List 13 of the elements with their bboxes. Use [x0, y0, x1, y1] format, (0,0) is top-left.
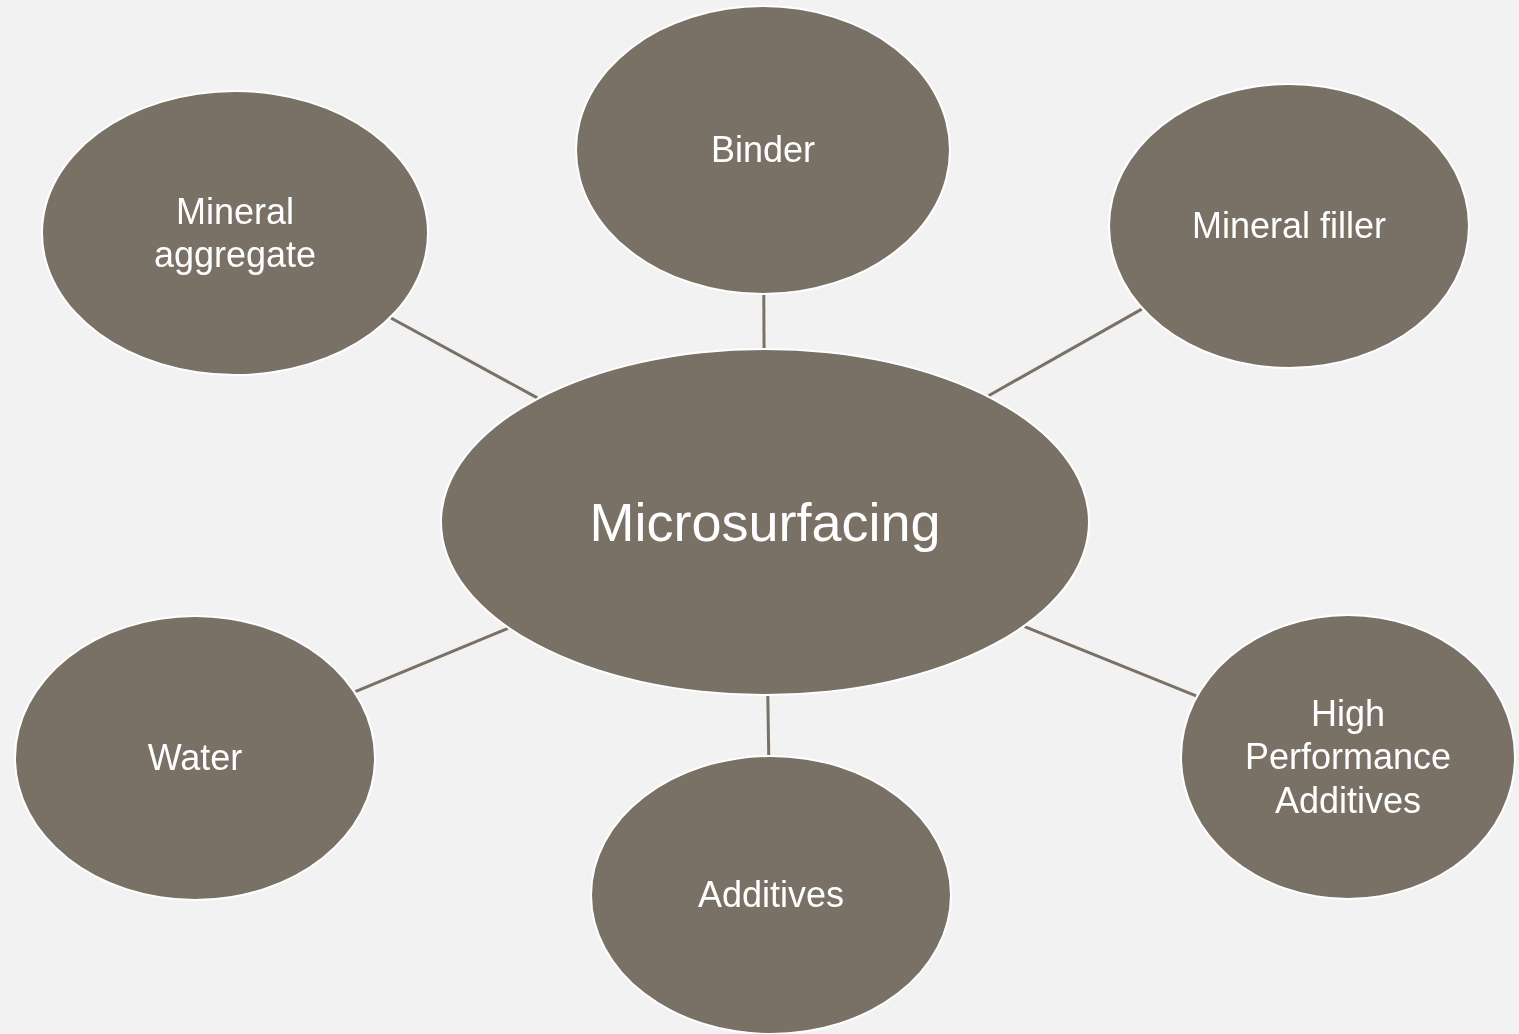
connector-line — [987, 307, 1143, 397]
connector-line — [390, 316, 538, 400]
connector-line — [1024, 625, 1197, 698]
node-label: Mineral filler — [1191, 204, 1386, 248]
node-label: High Performance Additives — [1243, 692, 1453, 822]
node-label: Microsurfacing — [589, 490, 941, 554]
node-label: Additives — [697, 873, 845, 917]
node-label: Water — [147, 736, 243, 780]
connector-line — [766, 695, 771, 756]
connector-line — [354, 627, 509, 693]
node-label: Mineral aggregate — [152, 189, 318, 277]
node-label: Binder — [710, 128, 816, 172]
connector-line — [762, 295, 766, 348]
